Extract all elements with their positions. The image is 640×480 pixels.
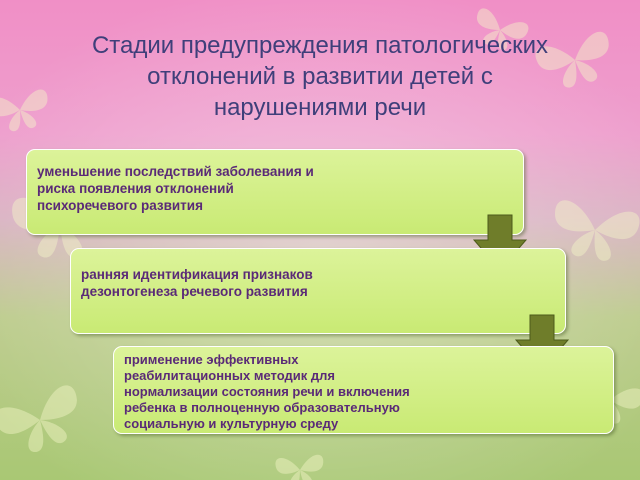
- slide-title: Стадии предупреждения патологических отк…: [20, 30, 620, 123]
- stage-box-2: ранняя идентификация признаков дезонтоге…: [70, 248, 566, 334]
- slide-title-text: Стадии предупреждения патологических отк…: [91, 32, 549, 121]
- stage-box-1: уменьшение последствий заболевания и рис…: [26, 149, 524, 235]
- stage-2-text: ранняя идентификация признаков дезонтоге…: [81, 267, 313, 299]
- stage-3-text: применение эффективных реабилитационных …: [124, 352, 410, 431]
- stage-box-3: применение эффективных реабилитационных …: [113, 346, 614, 434]
- stage-1-text: уменьшение последствий заболевания и рис…: [37, 164, 314, 213]
